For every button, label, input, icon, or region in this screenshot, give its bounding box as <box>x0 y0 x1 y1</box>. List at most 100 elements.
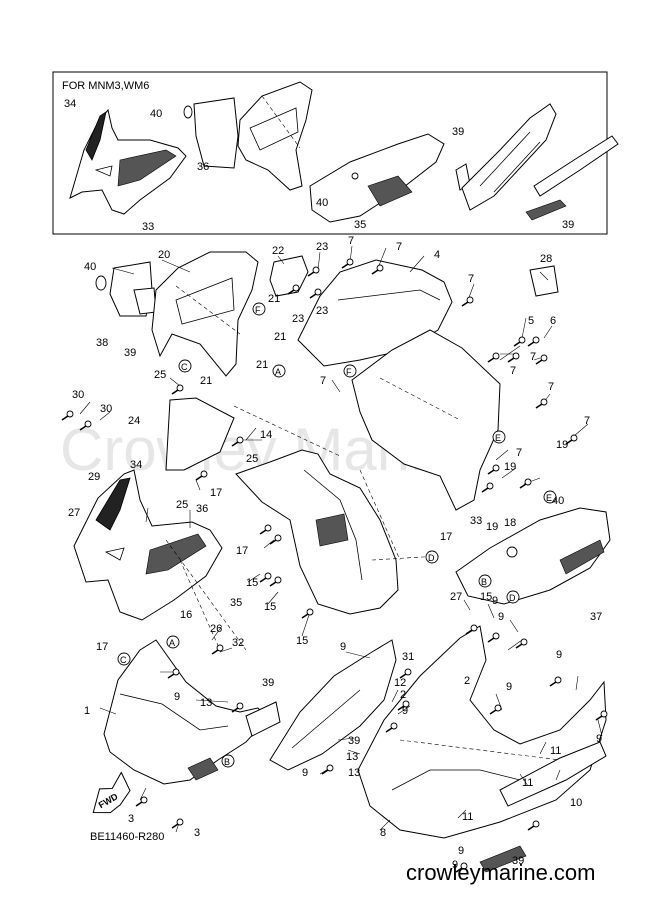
screw-icon <box>487 352 500 363</box>
part-number-label: 17 <box>210 487 222 499</box>
part-number-label: 9 <box>498 611 504 623</box>
callout-letter: B <box>481 577 487 587</box>
screw-icon <box>269 576 282 587</box>
screw-icon <box>487 464 500 475</box>
part-number-label: 14 <box>260 429 272 441</box>
part-number-label: 4 <box>434 249 440 261</box>
callout-letter: D <box>509 593 516 603</box>
part-number-label: 31 <box>402 651 414 663</box>
callout-letter: A <box>169 638 175 648</box>
decal-39-lower <box>479 845 527 873</box>
inset-decal-39b <box>525 199 567 221</box>
part-number-label: 32 <box>232 637 244 649</box>
part-number-label: 9 <box>340 641 346 653</box>
callout-letter: E <box>495 433 501 443</box>
part-number-label: 7 <box>348 235 354 247</box>
part-number-label: 39 <box>512 855 524 867</box>
screw-icon <box>481 482 494 493</box>
screw-icon <box>211 644 224 655</box>
screw-icon <box>171 384 184 395</box>
screw-icon <box>287 284 300 295</box>
fwd-arrow-icon: FWD <box>92 771 131 814</box>
part-number-label: 7 <box>396 241 402 253</box>
part-number-label: 25 <box>154 369 166 381</box>
screw-icon <box>535 354 548 365</box>
part-number-label: 18 <box>504 517 516 529</box>
part-number-label: 13 <box>348 767 360 779</box>
part-number-label: 1 <box>84 705 90 717</box>
screw-icon <box>487 632 500 643</box>
part-number-label: 25 <box>176 499 188 511</box>
callout-letter: F <box>255 305 261 315</box>
screw-icon <box>515 638 528 649</box>
body-panel-14 <box>235 449 399 615</box>
inset-part-label: 34 <box>64 98 76 110</box>
front-panel-20 <box>151 251 259 377</box>
screw-icon <box>513 336 526 347</box>
screw-icon <box>321 764 334 775</box>
screw-icon <box>231 436 244 447</box>
part-number-label: 13 <box>200 697 212 709</box>
part-number-label: 28 <box>540 253 552 265</box>
side-cover-16 <box>455 507 611 605</box>
screw-icon <box>171 818 184 829</box>
lower-front-cover-1 <box>103 639 269 785</box>
part-number-label: 27 <box>68 507 80 519</box>
part-number-label: 39 <box>124 347 136 359</box>
bracket-22 <box>269 255 309 297</box>
callout-letter: C <box>120 655 127 665</box>
inner-panel-12 <box>269 639 397 771</box>
callout-letter: E <box>546 493 552 503</box>
screw-icon <box>465 624 478 635</box>
screw-icon <box>527 820 540 831</box>
part-number-label: 9 <box>556 649 562 661</box>
part-number-label: 8 <box>380 827 386 839</box>
inset-inner-panel <box>237 81 313 191</box>
inset-part-label: 36 <box>197 161 209 173</box>
part-number-label: 36 <box>196 503 208 515</box>
callout-circles <box>117 302 557 768</box>
part-number-label: 30 <box>100 403 112 415</box>
part-number-label: 19 <box>486 521 498 533</box>
inset-emblem-40 <box>183 105 193 119</box>
part-number-label: 15 <box>246 577 258 589</box>
part-number-label: 7 <box>530 351 536 363</box>
part-number-label: 3 <box>194 827 200 839</box>
part-number-label: 26 <box>210 623 222 635</box>
part-number-label: 21 <box>274 331 286 343</box>
fastener-group <box>61 258 608 873</box>
screw-icon <box>61 410 74 421</box>
decal-39-lower-left <box>245 701 281 737</box>
part-number-label: 21 <box>268 293 280 305</box>
leg-shield-inner <box>351 329 501 511</box>
part-number-label: 21 <box>256 359 268 371</box>
callout-letter: D <box>428 553 435 563</box>
inset-part-label: 40 <box>150 108 162 120</box>
part-number-label: 16 <box>180 609 192 621</box>
screw-icon <box>461 296 474 307</box>
part-number-label: 17 <box>96 641 108 653</box>
part-number-label: 7 <box>584 415 590 427</box>
screw-icon <box>231 702 244 713</box>
part-number-label: 33 <box>470 515 482 527</box>
part-number-label: 40 <box>552 495 564 507</box>
screw-icon <box>489 704 502 715</box>
part-number-label: 34 <box>130 459 142 471</box>
part-number-label: 9 <box>596 733 602 745</box>
screw-icon <box>527 336 540 347</box>
part-number-label: 29 <box>88 471 100 483</box>
screw-icon <box>259 572 272 583</box>
screw-icon <box>301 608 314 619</box>
inset-part-label: 33 <box>142 221 154 233</box>
screw-icon <box>79 420 92 431</box>
part-number-label: 9 <box>492 595 498 607</box>
part-number-label: 9 <box>302 767 308 779</box>
callout-letter: A <box>275 367 281 377</box>
part-number-label: 11 <box>550 745 561 757</box>
part-number-label: 35 <box>230 597 242 609</box>
inset-front-cowl <box>69 108 187 215</box>
screw-icon <box>371 264 384 275</box>
part-number-label: 7 <box>468 273 474 285</box>
part-number-label: 9 <box>458 845 464 857</box>
screw-icon <box>549 676 562 687</box>
